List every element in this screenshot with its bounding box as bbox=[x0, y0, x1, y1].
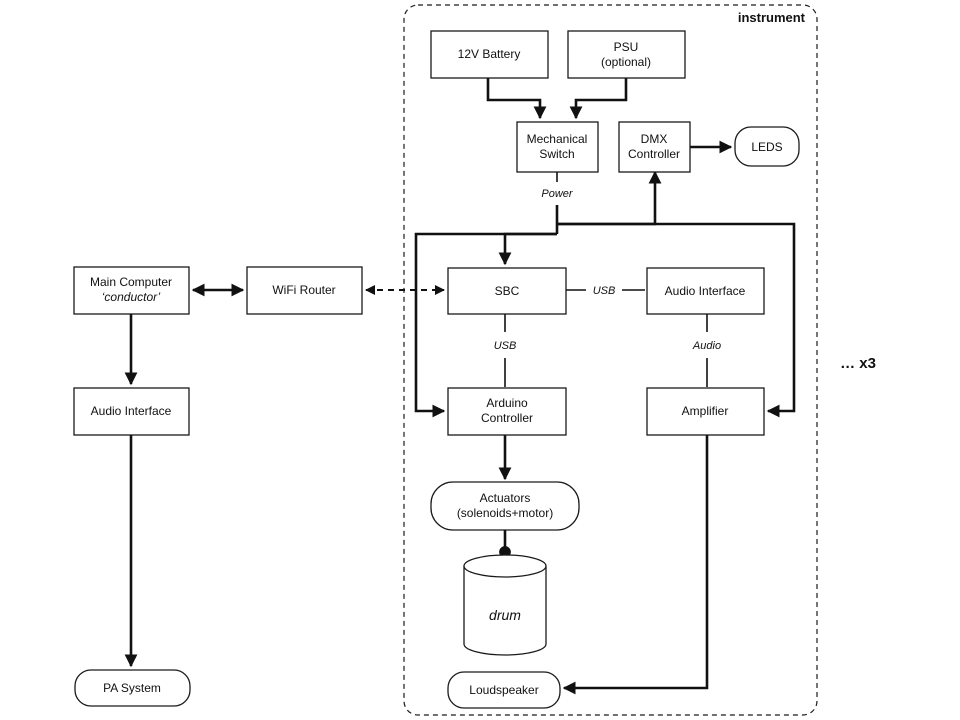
pa-system-box: PA System bbox=[74, 669, 191, 707]
psu-box: PSU (optional) bbox=[567, 30, 686, 79]
battery-box: 12V Battery bbox=[430, 30, 549, 79]
leds-box: LEDS bbox=[734, 126, 800, 167]
usb-label-sbc-arduino: USB bbox=[494, 340, 517, 352]
audio-interface-right-label: Audio Interface bbox=[665, 284, 746, 298]
edge-amp-loudspeaker bbox=[562, 435, 709, 695]
audio-interface-left-box: Audio Interface bbox=[73, 387, 190, 436]
sbc-box: SBC bbox=[447, 267, 567, 315]
psu-sublabel: (optional) bbox=[601, 55, 651, 69]
edge-power-amplifier bbox=[557, 222, 796, 418]
leds-label: LEDS bbox=[751, 140, 782, 154]
actuators-sublabel: (solenoids+motor) bbox=[457, 506, 553, 520]
power-label: Power bbox=[541, 188, 574, 200]
switch-label-1: Mechanical bbox=[527, 132, 588, 146]
instrument-frame bbox=[403, 4, 818, 716]
edge-battery-switch bbox=[486, 78, 547, 120]
wifi-router-box: WiFi Router bbox=[246, 266, 363, 315]
battery-label: 12V Battery bbox=[458, 47, 521, 61]
arduino-label-1: Arduino bbox=[486, 396, 528, 410]
usb-label-sbc-audio: USB bbox=[593, 285, 616, 297]
wifi-router-label: WiFi Router bbox=[272, 283, 335, 297]
pa-system-label: PA System bbox=[103, 681, 161, 695]
main-computer-sublabel: ‘conductor’ bbox=[102, 290, 161, 304]
multiplier-label: … x3 bbox=[840, 355, 876, 372]
audio-interface-right-box: Audio Interface bbox=[646, 267, 765, 315]
sbc-label: SBC bbox=[495, 284, 520, 298]
psu-label: PSU bbox=[614, 40, 639, 54]
main-computer-label: Main Computer bbox=[90, 275, 172, 289]
instrument-label: instrument bbox=[738, 10, 806, 25]
edge-power-arduino bbox=[414, 232, 557, 418]
actuators-box: Actuators (solenoids+motor) bbox=[430, 481, 580, 531]
main-computer-box: Main Computer ‘conductor’ bbox=[73, 266, 190, 315]
arduino-controller-box: Arduino Controller bbox=[447, 387, 567, 436]
dmx-label-2: Controller bbox=[628, 147, 680, 161]
actuators-label: Actuators bbox=[480, 491, 531, 505]
loudspeaker-box: Loudspeaker bbox=[447, 671, 561, 709]
loudspeaker-label: Loudspeaker bbox=[469, 683, 538, 697]
amplifier-label: Amplifier bbox=[682, 404, 729, 418]
dmx-controller-box: DMX Controller bbox=[618, 121, 691, 173]
amplifier-box: Amplifier bbox=[646, 387, 765, 436]
arduino-label-2: Controller bbox=[481, 411, 533, 425]
switch-label-2: Switch bbox=[539, 147, 574, 161]
edge-psu-switch bbox=[569, 78, 628, 120]
edge-power-sbc bbox=[505, 232, 557, 264]
audio-label: Audio bbox=[692, 340, 721, 352]
mechanical-switch-box: Mechanical Switch bbox=[516, 121, 599, 173]
drum-cylinder: drum bbox=[463, 554, 547, 656]
drum-label: drum bbox=[489, 607, 521, 623]
dmx-label-1: DMX bbox=[641, 132, 668, 146]
audio-interface-left-label: Audio Interface bbox=[91, 404, 172, 418]
